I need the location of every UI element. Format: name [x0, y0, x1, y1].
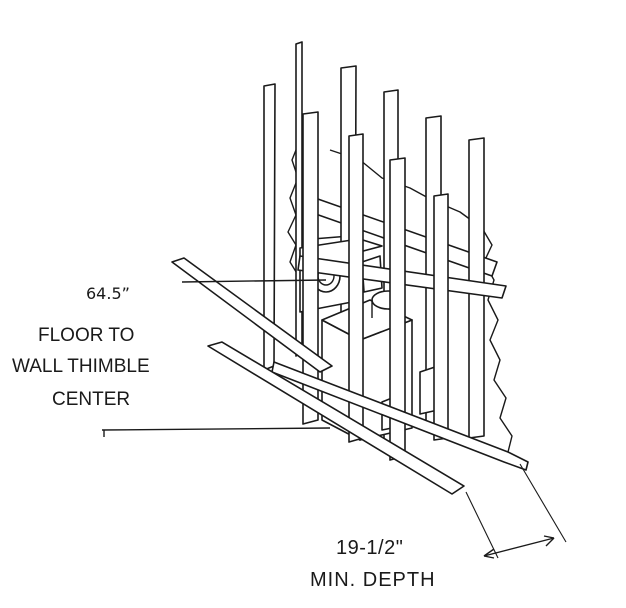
- floor-to-thimble-label-line1: FLOOR TO: [38, 325, 135, 346]
- floor-to-thimble-label-line2: WALL THIMBLE: [12, 356, 150, 377]
- floor-to-thimble-label-line3: CENTER: [52, 389, 131, 410]
- depth-dimension: [465, 463, 567, 559]
- depth-dimension-value: 19-1/2": [336, 537, 404, 559]
- wall-edge-right: [329, 149, 525, 469]
- depth-dimension-note: MIN. DEPTH: [310, 569, 436, 591]
- side-plate: [171, 257, 333, 373]
- front-bottom-plate: [207, 341, 465, 495]
- thimble-height-value: 64.5”: [86, 284, 130, 303]
- floor-reference-line: [101, 427, 331, 431]
- height-leader: [181, 279, 327, 283]
- front-studs: [302, 111, 449, 461]
